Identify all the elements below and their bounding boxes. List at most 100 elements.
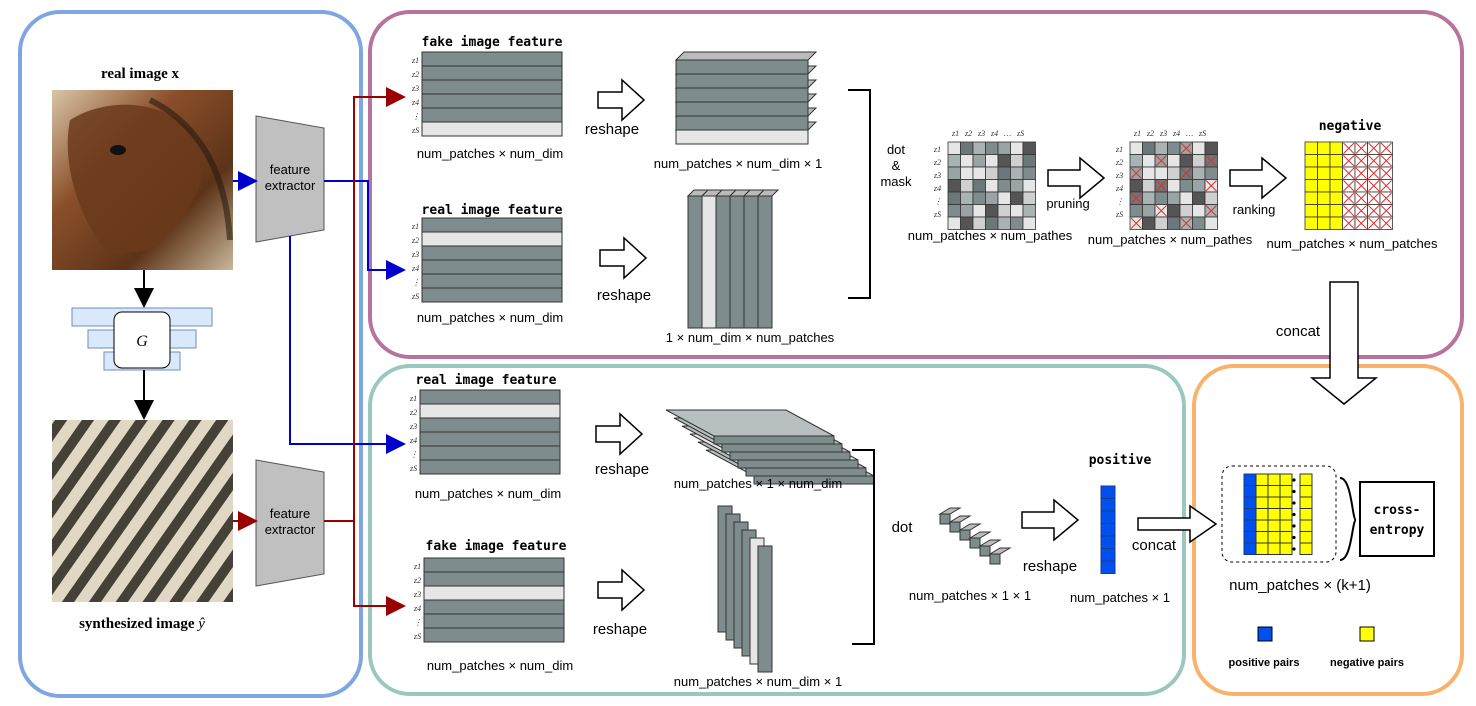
pruned-cross bbox=[1155, 205, 1167, 217]
synth-image-symbol: ŷ bbox=[196, 616, 205, 632]
matrix-row-index: z2 bbox=[1115, 158, 1123, 167]
logit-negative bbox=[1267, 508, 1281, 521]
patch-index: z4 bbox=[409, 436, 417, 445]
matrix-row-index: z4 bbox=[1115, 184, 1123, 193]
left-panel-border bbox=[18, 10, 363, 698]
logit-negative bbox=[1299, 485, 1313, 498]
positive-vector bbox=[1100, 485, 1116, 574]
feature-row bbox=[421, 273, 563, 289]
matrix-cell bbox=[1317, 166, 1331, 180]
pruned-cross bbox=[1343, 217, 1355, 229]
matrix-cell bbox=[997, 179, 1011, 193]
feature-row bbox=[421, 107, 563, 123]
matrix-cell bbox=[1010, 204, 1024, 218]
matrix-row-index: z3 bbox=[1115, 171, 1123, 180]
slab-face bbox=[757, 195, 773, 329]
ranking-arrow bbox=[1229, 156, 1288, 200]
matrix-cell bbox=[1010, 154, 1024, 168]
matrix-cell bbox=[1329, 141, 1343, 155]
legend-positive-label: positive pairs bbox=[1229, 657, 1300, 669]
matrix-cell bbox=[1022, 154, 1036, 168]
slab-face bbox=[939, 513, 951, 525]
logit-negative bbox=[1267, 496, 1281, 509]
patch-index: zS bbox=[413, 632, 421, 641]
pruned-cross bbox=[1343, 167, 1355, 179]
slab-top bbox=[958, 523, 982, 531]
feature-row bbox=[423, 599, 565, 615]
matrix-cell bbox=[985, 191, 999, 205]
matrix-cell bbox=[947, 191, 961, 205]
logit-ellipsis bbox=[1292, 489, 1296, 494]
dot-mask-3: mask bbox=[880, 174, 912, 189]
pruned-cross bbox=[1180, 142, 1192, 154]
concat-right-arrow bbox=[1137, 504, 1218, 544]
pruned-cross bbox=[1368, 167, 1380, 179]
legend-positive-swatch bbox=[1257, 626, 1273, 642]
matrix-cell bbox=[947, 166, 961, 180]
logits-dashed-box bbox=[1221, 465, 1337, 563]
concat-label-neg: concat bbox=[1276, 323, 1321, 340]
pruned-cross bbox=[1368, 217, 1380, 229]
slab-face bbox=[729, 195, 745, 329]
synth-image-label: synthesized image ŷ bbox=[79, 616, 205, 632]
matrix-row-index: z3 bbox=[933, 171, 941, 180]
logit-negative bbox=[1255, 473, 1269, 486]
matrix-cell bbox=[997, 141, 1011, 155]
positive-title: positive bbox=[1089, 453, 1152, 468]
neg-real-reshaped-block bbox=[686, 189, 780, 329]
pos-brace bbox=[852, 449, 875, 645]
patch-index: z1 bbox=[411, 222, 419, 231]
feature-row bbox=[421, 93, 563, 109]
pruned-cross bbox=[1368, 142, 1380, 154]
matrix-cell bbox=[947, 204, 961, 218]
reshape-result-arrow bbox=[1021, 498, 1080, 542]
logit-negative bbox=[1255, 542, 1269, 555]
slab-face bbox=[757, 545, 773, 673]
matrix-cell bbox=[1167, 216, 1181, 230]
logit-negative bbox=[1279, 531, 1293, 544]
matrix-cell bbox=[947, 179, 961, 193]
matrix-cell bbox=[1317, 141, 1331, 155]
matrix-cell bbox=[1167, 204, 1181, 218]
matrix-cell bbox=[997, 154, 1011, 168]
pruned-cross bbox=[1368, 192, 1380, 204]
logit-negative bbox=[1255, 485, 1269, 498]
pruned-cross bbox=[1355, 205, 1367, 217]
neg-reshape-arrow-bottom bbox=[599, 236, 648, 280]
horse-image bbox=[52, 90, 233, 270]
logit-positive bbox=[1243, 519, 1257, 532]
feature-row bbox=[419, 445, 561, 461]
pruned-cross bbox=[1355, 192, 1367, 204]
matrix-cell bbox=[1142, 191, 1156, 205]
neg-fake-reshaped-dims: num_patches × num_dim × 1 bbox=[654, 156, 822, 171]
logit-negative bbox=[1267, 485, 1281, 498]
pruned-cross bbox=[1380, 192, 1392, 204]
slab-face bbox=[743, 195, 759, 329]
slab-face bbox=[675, 101, 809, 117]
patch-index: zS bbox=[411, 292, 419, 301]
matrix-cell bbox=[1329, 216, 1343, 230]
matrix1-dims: num_patches × num_pathes bbox=[908, 228, 1073, 243]
matrix-cell bbox=[1317, 204, 1331, 218]
matrix-cell bbox=[997, 166, 1011, 180]
pruned-cross bbox=[1380, 217, 1392, 229]
neg-real-feature-title: real image feature bbox=[422, 203, 563, 218]
slab-face bbox=[979, 545, 991, 557]
slab-top bbox=[665, 409, 835, 437]
patch-index: z3 bbox=[413, 590, 421, 599]
pos-fake-feature-title: fake image feature bbox=[426, 539, 567, 554]
positive-cell bbox=[1100, 548, 1116, 562]
matrix-cell bbox=[972, 141, 986, 155]
feature-row bbox=[421, 51, 563, 67]
negative-title: negative bbox=[1319, 119, 1382, 134]
logit-negative bbox=[1279, 508, 1293, 521]
slab-face bbox=[687, 195, 703, 329]
feature-row bbox=[421, 217, 563, 233]
ranking-label: ranking bbox=[1233, 202, 1276, 217]
logit-negative bbox=[1255, 519, 1269, 532]
matrix-cell bbox=[960, 166, 974, 180]
pos-real-reshaped-block bbox=[665, 409, 875, 485]
pos-real-reshaped-dims: num_patches × 1 × num_dim bbox=[674, 476, 842, 491]
matrix-cell bbox=[1154, 216, 1168, 230]
